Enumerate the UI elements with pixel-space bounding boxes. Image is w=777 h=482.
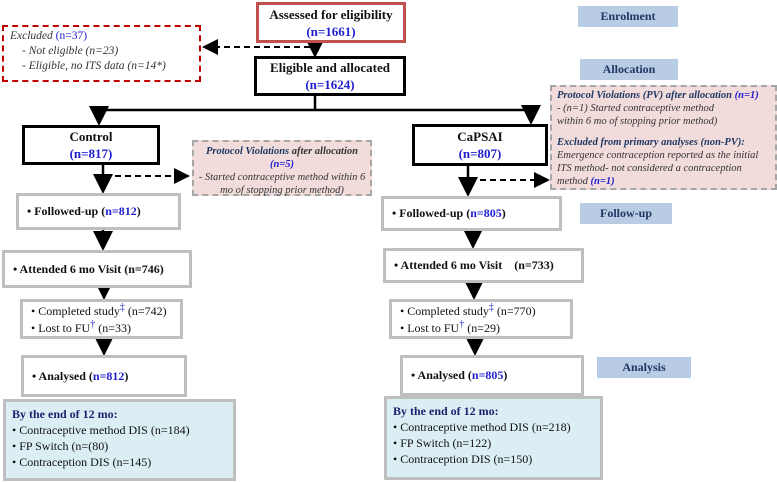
stage-label-analysis: Analysis [597, 357, 691, 378]
eligible-box: Eligible and allocated (n=1624) [254, 56, 406, 96]
eligible-n: (n=1624) [305, 77, 355, 92]
non-pv-title: Excluded from primary analyses (non-PV): [557, 137, 745, 148]
excluded-n: (n=37) [55, 30, 88, 42]
pv-title: Protocol Violations (PV) after allocatio… [557, 90, 735, 101]
excluded-item: - Eligible, no ITS data (n=14*) [22, 60, 166, 72]
pv-text: - Started contraceptive method within 6 … [198, 172, 366, 196]
end-item: FP Switch (n=(80) [19, 439, 109, 453]
completed-n: (n=770) [493, 304, 536, 318]
paren: ) [503, 368, 508, 382]
end-title: By the end of 12 mo: [393, 404, 499, 418]
attended-text: Attended 6 mo Visit (n=746) [19, 261, 164, 276]
control-12mo-box: By the end of 12 mo: • Contraceptive met… [3, 399, 236, 481]
paren: ) [501, 206, 506, 220]
footnote-mark: † [459, 319, 465, 330]
completed-label: Completed study [407, 304, 489, 318]
paren: ) [124, 368, 129, 383]
control-protocol-violations-box: Protocol Violations after allocation (n=… [192, 140, 372, 196]
control-box: Control (n=817) [22, 125, 160, 165]
capsai-analysed-box: • Analysed (n=805) [400, 355, 584, 396]
excluded-item: - Not eligible (n=23) [22, 45, 119, 57]
end-item: Contraception DIS (n=150) [400, 452, 533, 466]
excluded-label: Excluded [10, 30, 53, 42]
capsai-box: CaPSAI (n=807) [412, 124, 548, 166]
capsai-n: (n=807) [458, 146, 502, 161]
analysed-label: Analysed ( [417, 368, 472, 382]
capsai-protocol-violations-box: Protocol Violations (PV) after allocatio… [550, 85, 777, 190]
followed-label: Followed-up ( [34, 204, 106, 218]
footnote-mark: † [90, 319, 96, 330]
followed-n: n=812 [105, 204, 137, 218]
analysed-label: Analysed ( [38, 368, 93, 383]
control-attended-box: • Attended 6 mo Visit (n=746) [2, 250, 192, 288]
pv-n: (n=5) [269, 159, 295, 170]
lost-label: Lost to FU [407, 321, 460, 335]
non-pv-text: Emergence contraception reported as the … [557, 150, 759, 187]
end-item: Contraceptive method DIS (n=184) [19, 423, 190, 437]
capsai-12mo-box: By the end of 12 mo: • Contraceptive met… [384, 396, 603, 480]
capsai-label: CaPSAI [457, 129, 503, 144]
end-item: Contraception DIS (n=145) [19, 455, 152, 469]
capsai-completed-box: • Completed study‡ (n=770) • Lost to FU†… [389, 299, 573, 339]
lost-n: (n=29) [464, 321, 500, 335]
followed-label: Followed-up ( [399, 206, 471, 220]
eligible-label: Eligible and allocated [270, 60, 390, 75]
control-n: (n=817) [69, 146, 113, 161]
pv-item: - (n=1) Started contraceptive method wit… [557, 103, 718, 127]
control-completed-box: • Completed study‡ (n=742) • Lost to FU†… [20, 299, 183, 339]
assessed-box: Assessed for eligibility (n=1661) [256, 2, 406, 43]
assessed-label: Assessed for eligibility [269, 6, 393, 22]
non-pv-n: (n=1) [590, 176, 615, 187]
followed-n: n=805 [470, 206, 502, 220]
pv-title-suffix: after allocation [289, 146, 358, 157]
control-analysed-box: • Analysed (n=812) [21, 355, 187, 397]
lost-label: Lost to FU [38, 321, 91, 335]
attended-text: Attended 6 mo Visit (n=733) [400, 258, 554, 272]
control-label: Control [69, 129, 113, 144]
end-item: FP Switch (n=122) [400, 436, 492, 450]
completed-n: (n=742) [124, 304, 167, 318]
capsai-attended-box: • Attended 6 mo Visit (n=733) [383, 248, 584, 283]
lost-n: (n=33) [95, 321, 131, 335]
analysed-n: n=805 [471, 368, 504, 382]
excluded-box: Excluded (n=37) - Not eligible (n=23) - … [2, 25, 201, 82]
pv-n: (n=1) [734, 90, 759, 101]
stage-label-enrolment: Enrolment [578, 6, 678, 27]
completed-label: Completed study [38, 304, 120, 318]
analysed-n: n=812 [92, 368, 125, 383]
stage-label-followup: Follow-up [580, 203, 672, 224]
stage-label-allocation: Allocation [580, 59, 678, 80]
footnote-mark: ‡ [488, 302, 494, 313]
control-followed-up-box: • Followed-up (n=812) [16, 193, 181, 230]
pv-title: Protocol Violations [206, 146, 290, 157]
paren: ) [136, 204, 141, 218]
end-item: Contraceptive method DIS (n=218) [400, 420, 571, 434]
footnote-mark: ‡ [119, 302, 125, 313]
assessed-n: (n=1661) [306, 23, 356, 39]
capsai-followed-up-box: • Followed-up (n=805) [381, 196, 562, 231]
end-title: By the end of 12 mo: [12, 407, 118, 421]
